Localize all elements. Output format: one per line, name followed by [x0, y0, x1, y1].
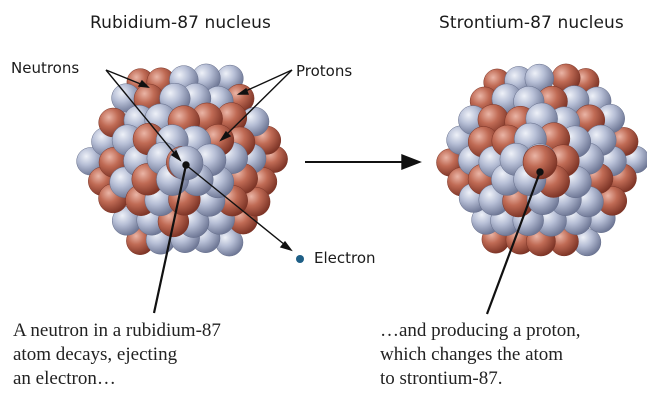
right-caption-line-2: which changes the atom [380, 343, 581, 367]
left-pointer-dot [183, 162, 189, 168]
transformation-arrowhead [402, 155, 420, 169]
electron-dot [296, 255, 304, 263]
right-caption-line-3: to strontium-87. [380, 367, 581, 391]
neutrons-label: Neutrons [11, 59, 79, 77]
left-caption-line-1: A neutron in a rubidium-87 [13, 319, 221, 343]
right-pointer-dot [537, 169, 543, 175]
right-caption: …and producing a proton, which changes t… [380, 319, 581, 391]
electron-label: Electron [314, 249, 376, 267]
right-caption-line-1: …and producing a proton, [380, 319, 581, 343]
left-caption-line-3: an electron… [13, 367, 221, 391]
protons-label: Protons [296, 62, 352, 80]
left-caption-line-2: atom decays, ejecting [13, 343, 221, 367]
left-caption: A neutron in a rubidium-87 atom decays, … [13, 319, 221, 391]
